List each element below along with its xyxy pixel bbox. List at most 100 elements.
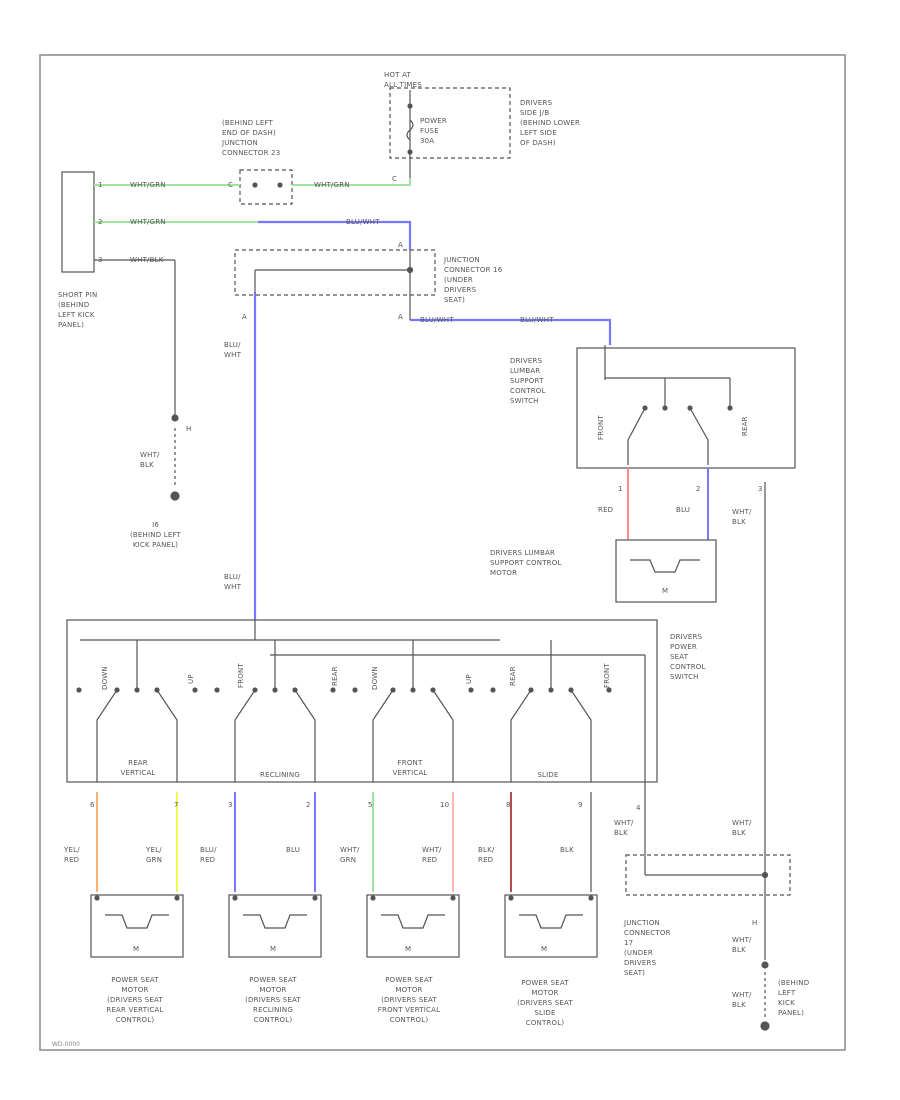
wire-label-wht-red: WHT/ RED bbox=[422, 846, 442, 864]
wire-label-red: RED bbox=[598, 506, 614, 514]
wire-label-blu-wht-2: BLU/WHT bbox=[420, 316, 454, 324]
lumbar-support-switch bbox=[576, 345, 796, 469]
fuse-hot-label: HOT AT ALL TIMES bbox=[384, 71, 422, 89]
switch-section-2 bbox=[214, 640, 336, 782]
wire-label-wht-blk-7: WHT/ BLK bbox=[732, 991, 752, 1009]
contact-front-1: FRONT bbox=[237, 663, 245, 688]
contact-up-1: UP bbox=[187, 674, 195, 684]
wire-label-blk: BLK bbox=[560, 846, 574, 854]
motor-m-2: M bbox=[270, 945, 277, 953]
seat-switch-label: DRIVERS POWER SEAT CONTROL SWITCH bbox=[670, 633, 706, 681]
wht-grn-wires bbox=[94, 178, 411, 223]
lumbar-pin-3: 3 bbox=[758, 485, 763, 493]
wire-label-wht-blk-6: WHT/ BLK bbox=[732, 936, 752, 954]
j17-pin-4: 4 bbox=[636, 804, 641, 812]
junction-connector-16 bbox=[234, 249, 436, 320]
wire-label-blu-wht-5: BLU/ WHT bbox=[224, 573, 242, 591]
lumbar-pin-2: 2 bbox=[696, 485, 701, 493]
pin-8: 8 bbox=[506, 801, 511, 809]
switch-section-1 bbox=[76, 640, 198, 782]
ground-pin-h: H bbox=[186, 425, 192, 433]
motor-wires bbox=[96, 792, 592, 892]
motor-label-rear-vertical: POWER SEAT MOTOR (DRIVERS SEAT REAR VERT… bbox=[106, 976, 164, 1024]
ground-wire-kick bbox=[94, 259, 180, 501]
wire-label-wht-grn-2: WHT/GRN bbox=[314, 181, 350, 189]
wire-label-wht-blk-1: WHT/BLK bbox=[130, 256, 164, 264]
j23-pin-c1: C bbox=[228, 181, 234, 189]
lumbar-motor-label: DRIVERS LUMBAR SUPPORT CONTROL MOTOR bbox=[490, 549, 562, 577]
motor-label-slide: POWER SEAT MOTOR (DRIVERS SEAT SLIDE CON… bbox=[517, 979, 573, 1027]
wire-label-wht-blk-4: WHT/ BLK bbox=[614, 819, 634, 837]
wire-label-blu-2: BLU bbox=[286, 846, 301, 854]
wire-label-wht-blk-3: WHT/ BLK bbox=[732, 508, 752, 526]
wire-label-blu-red-1: BLU/ RED bbox=[200, 846, 217, 864]
ground-kick-label: I6 (BEHIND LEFT KICK PANEL) bbox=[130, 521, 182, 549]
j16-pin-2: A bbox=[398, 313, 403, 321]
diagram-frame bbox=[39, 54, 846, 1051]
wire-label-blu-wht-4: BLU/ WHT bbox=[224, 341, 242, 359]
pin-2: 2 bbox=[306, 801, 311, 809]
junction-17-label: JUNCTION CONNECTOR 17 (UNDER DRIVERS SEA… bbox=[624, 919, 671, 977]
junction-16-label: JUNCTION CONNECTOR 16 (UNDER DRIVERS SEA… bbox=[444, 256, 503, 304]
blu-wht-wires bbox=[253, 220, 612, 620]
footer-code: WD-0000 bbox=[52, 1041, 80, 1048]
switch-blocks bbox=[76, 640, 612, 782]
seat-motor-4 bbox=[504, 894, 598, 958]
pin-7: 7 bbox=[174, 801, 179, 809]
lumbar-motor-m: M bbox=[662, 587, 669, 595]
junction-connector-17 bbox=[625, 482, 791, 1031]
lumbar-contact-front: FRONT bbox=[597, 415, 605, 440]
section-reclining: RECLINING bbox=[260, 771, 300, 779]
wire-label-wht-grn-3: WHT/GRN bbox=[130, 218, 166, 226]
wire-label-wht-grn-1: WHT/GRN bbox=[130, 181, 166, 189]
j16-pin-3: A bbox=[242, 313, 247, 321]
motor-m-1: M bbox=[133, 945, 140, 953]
short-pin-label: SHORT PIN (BEHIND LEFT KICK PANEL) bbox=[58, 291, 98, 329]
wire-label-wht-blk-2: WHT/ BLK bbox=[140, 451, 160, 469]
power-fuse bbox=[389, 87, 511, 180]
section-rear-vertical: REAR VERTICAL bbox=[120, 759, 156, 777]
junction-connector-23 bbox=[239, 169, 293, 205]
seat-motor-2 bbox=[228, 894, 322, 958]
pin-10: 10 bbox=[440, 801, 450, 809]
short-pin bbox=[61, 171, 95, 273]
wire-label-blu-wht-1: BLU/WHT bbox=[346, 218, 380, 226]
motor-m-3: M bbox=[405, 945, 412, 953]
wire-label-blu-wht-3: BLU/WHT bbox=[520, 316, 554, 324]
short-pin-2: 2 bbox=[98, 218, 103, 226]
contact-up-2: UP bbox=[465, 674, 473, 684]
lumbar-motor bbox=[615, 539, 717, 603]
short-pin-3: 3 bbox=[98, 256, 103, 264]
contact-front-2: FRONT bbox=[603, 663, 611, 688]
contact-down-1: DOWN bbox=[101, 666, 109, 690]
contact-rear-2: REAR bbox=[509, 666, 517, 686]
short-pin-1: 1 bbox=[98, 181, 103, 189]
wire-label-wht-grn-4: WHT/ GRN bbox=[340, 846, 360, 864]
pin-3: 3 bbox=[228, 801, 233, 809]
section-slide: SLIDE bbox=[537, 771, 559, 779]
fuse-location: DRIVERS SIDE J/B (BEHIND LOWER LEFT SIDE… bbox=[520, 99, 581, 147]
wire-label-wht-blk-5: WHT/ BLK bbox=[732, 819, 752, 837]
motor-m-4: M bbox=[541, 945, 548, 953]
lumbar-switch-label: DRIVERS LUMBAR SUPPORT CONTROL SWITCH bbox=[510, 357, 546, 405]
j23-pin-c2: C bbox=[392, 175, 398, 183]
wire-label-yel-grn: YEL/ GRN bbox=[146, 846, 163, 864]
seat-motors bbox=[90, 894, 598, 958]
switch-section-4 bbox=[490, 640, 612, 782]
motor-label-front-vertical: POWER SEAT MOTOR (DRIVERS SEAT FRONT VER… bbox=[377, 976, 441, 1024]
lumbar-contact-rear: REAR bbox=[741, 416, 749, 436]
contact-rear-1: REAR bbox=[331, 666, 339, 686]
pin-6: 6 bbox=[90, 801, 95, 809]
power-seat-switch bbox=[66, 619, 658, 790]
j17-pin-h: H bbox=[752, 919, 758, 927]
wire-label-blk-red: BLK/ RED bbox=[478, 846, 495, 864]
lumbar-pin-1: 1 bbox=[618, 485, 623, 493]
lumbar-wires bbox=[627, 468, 709, 540]
junction-23-label: (BEHIND LEFT END OF DASH) JUNCTION CONNE… bbox=[222, 119, 281, 157]
seat-motor-1 bbox=[90, 894, 184, 958]
ground-seat-label: (BEHIND LEFT KICK PANEL) bbox=[778, 979, 810, 1017]
j16-pin-1: A bbox=[398, 241, 403, 249]
contact-down-2: DOWN bbox=[371, 666, 379, 690]
pin-9: 9 bbox=[578, 801, 583, 809]
